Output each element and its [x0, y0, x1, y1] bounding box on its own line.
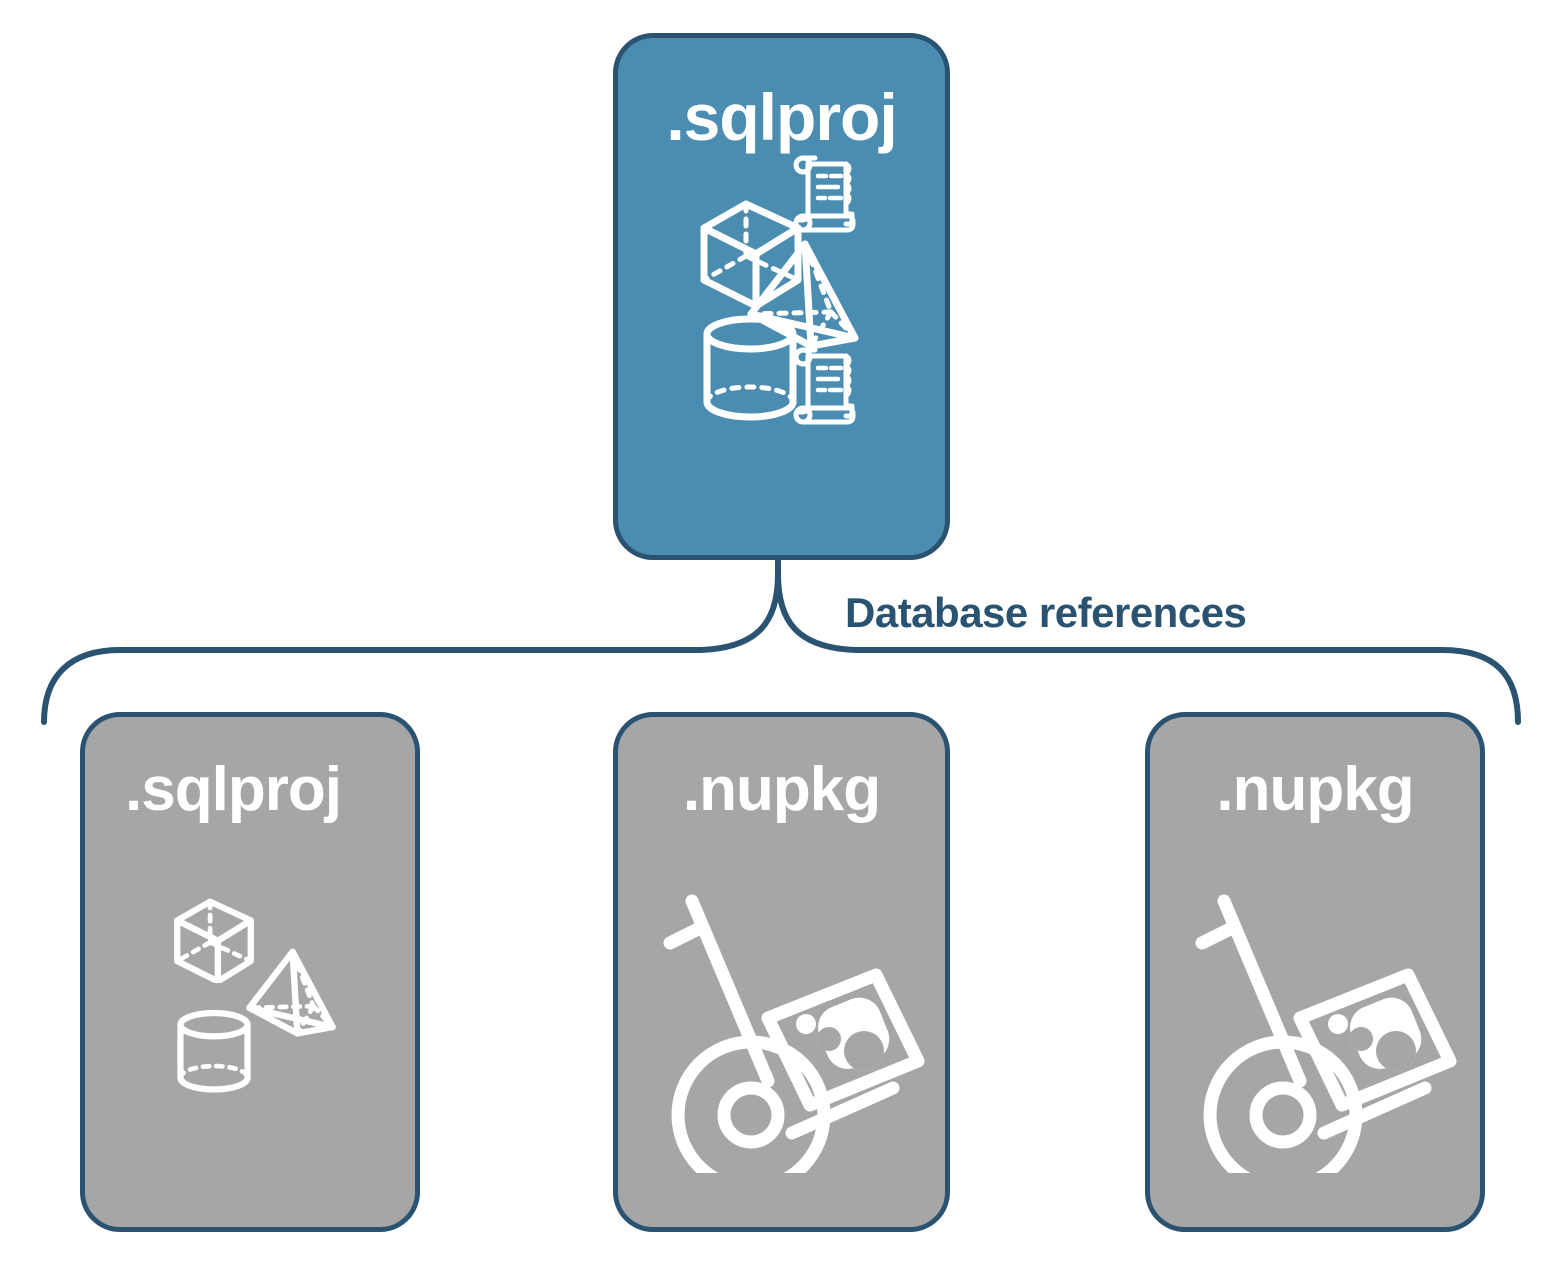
pyramid-icon	[747, 240, 859, 350]
connector-label: Database references	[845, 589, 1247, 636]
node-title: .nupkg	[682, 755, 881, 824]
node-title: .sqlproj	[125, 755, 342, 824]
cylinder-icon	[703, 315, 797, 421]
pyramid-icon	[246, 948, 336, 1037]
node-nupkg-2[interactable]: .nupkg	[1145, 712, 1485, 1232]
sqlproj-reference-icon-area	[85, 821, 415, 1227]
cube-icon	[174, 898, 254, 983]
nuget-package-handtruck-icon	[1195, 894, 1457, 1173]
scroll-icon	[793, 155, 856, 233]
nuget-package-handtruck-icon	[663, 894, 925, 1173]
node-sqlproj-root[interactable]: .sqlproj	[613, 33, 950, 560]
node-title: .nupkg	[1216, 755, 1414, 824]
nupkg-2-icon-area	[1150, 821, 1480, 1227]
node-sqlproj-reference[interactable]: .sqlproj	[80, 712, 420, 1232]
cylinder-icon	[177, 1009, 251, 1093]
node-nupkg-1[interactable]: .nupkg	[613, 712, 950, 1232]
node-title: .sqlproj	[666, 80, 897, 154]
root-node-icon-area	[618, 150, 945, 555]
scroll-icon	[793, 347, 856, 425]
nupkg-1-icon-area	[618, 821, 945, 1227]
